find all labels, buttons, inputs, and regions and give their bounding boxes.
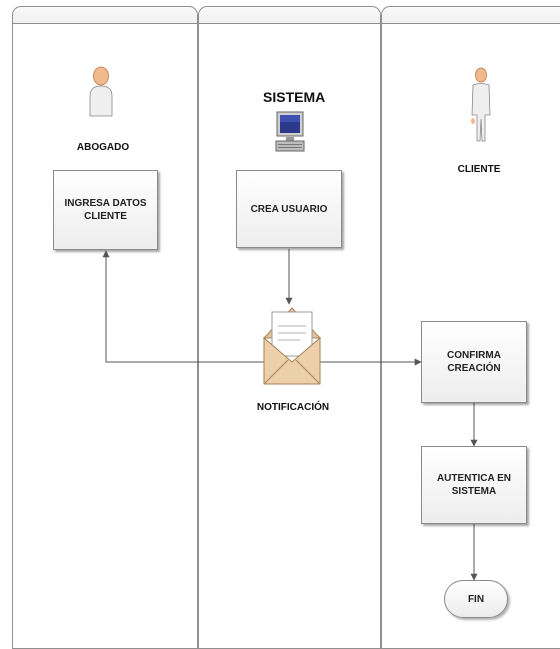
standing-person-icon — [471, 67, 491, 142]
terminator-fin[interactable]: FIN — [444, 580, 508, 618]
swimlane-cliente — [381, 6, 560, 649]
actor-label-sistema: SISTEMA — [263, 89, 326, 105]
person-icon — [89, 66, 113, 117]
step-autentica-en-sistema[interactable]: AUTENTICA EN SISTEMA — [421, 446, 527, 524]
computer-icon — [275, 111, 305, 152]
notificacion-label: NOTIFICACIÓN — [256, 402, 330, 413]
step-confirma-creacion[interactable]: CONFIRMA CREACIÓN — [421, 321, 527, 403]
arrow-notificacion-to-ingresa — [102, 250, 268, 363]
lane-header-abogado — [13, 7, 197, 24]
lane-header-sistema — [199, 7, 380, 24]
step-ingresa-datos[interactable]: INGRESA DATOS CLIENTE — [53, 170, 158, 250]
actor-label-abogado: ABOGADO — [76, 142, 130, 153]
envelope-icon — [262, 307, 322, 385]
actor-label-cliente: CLIENTE — [457, 164, 501, 175]
step-crea-usuario[interactable]: CREA USUARIO — [236, 170, 342, 248]
lane-header-cliente — [382, 7, 560, 24]
